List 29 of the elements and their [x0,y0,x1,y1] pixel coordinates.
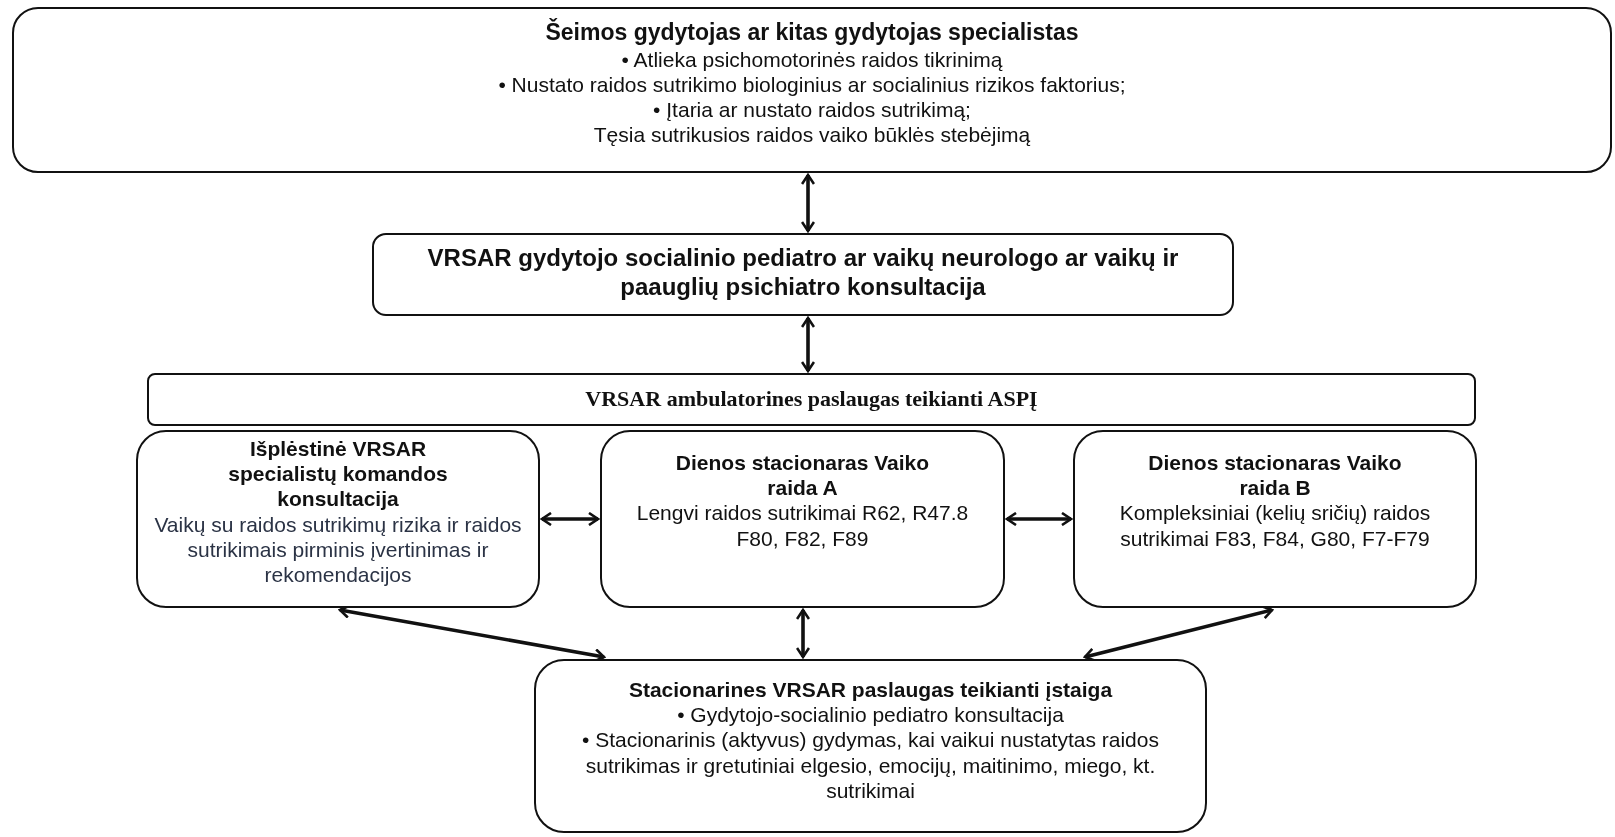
box-text: Tęsia sutrikusios raidos vaiko būklės stebėjimą [593,122,1031,148]
box-heading: Stacionarines VRSAR paslaugas teikianti įstaiga [628,677,1113,703]
double-arrow [800,316,816,373]
box-text: Vaikų su raidos sutrikimų rizika ir raidos sutrikimais pirminis įvertinimas ir rekomendacijos [153,511,523,588]
box-heading: Dienos stacionaras Vaiko raida A [674,450,931,501]
box-text: • Įtaria ar nustato raidos sutrikimą; [653,96,971,123]
box-text: • Gydytojo-socialinio pediatro konsultacija [677,702,1064,728]
double-arrow [540,511,600,527]
double-arrow [795,608,811,659]
box-heading: Išplėstinė VRSAR specialistų komandos konsultacija [227,436,449,512]
process-box [136,430,540,608]
box-text: Kompleksiniai (kelių sričių) raidos sutrikimai F83, F84, G80, F7-F79 [1118,500,1432,551]
double-arrow [1005,511,1073,527]
box-text: Lengvi raidos sutrikimai R62, R47.8 F80, F82, F89 [635,500,970,551]
process-box [12,7,1612,173]
double-arrow [800,173,816,233]
box-text: • Stacionarinis (aktyvus) gydymas, kai vaikui nustatytas raidos sutrikimas ir gretutiniai elgesio, emocijų, maitinimo, miego, kt. sutrikimai [581,727,1160,803]
header-band [147,373,1476,426]
double-arrow [1083,605,1274,662]
process-box [372,233,1234,316]
process-box [600,430,1005,608]
process-box [1073,430,1477,608]
box-heading: VRSAR gydytojo socialinio pediatro ar vaikų neurologo ar vaikų ir paauglių psichiatro konsultacija [426,244,1180,302]
box-heading: VRSAR ambulatorines paslaugas teikianti ASPĮ [585,386,1038,413]
box-text: • Nustato raidos sutrikimo biologinius ar socialinius rizikos faktorius; [498,71,1126,97]
box-heading: Šeimos gydytojas ar kitas gydytojas specialistas [545,19,1079,47]
process-box [534,659,1207,833]
box-text: • Atlieka psichomotorinės raidos tikrinimą [621,46,1003,72]
box-heading: Dienos stacionaras Vaiko raida B [1147,450,1403,501]
